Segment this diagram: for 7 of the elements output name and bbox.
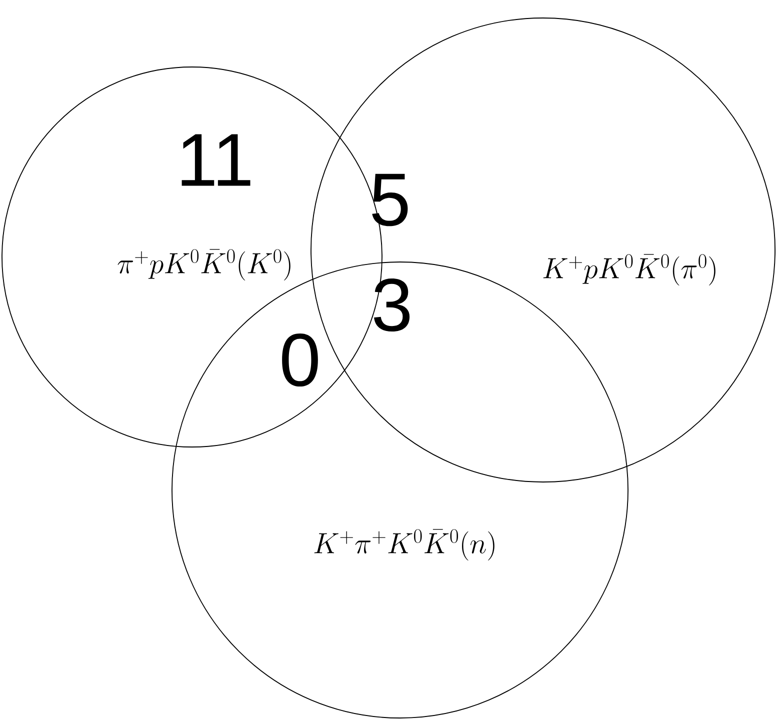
reaction-label: $\pi^+ p K^0 \bar{K}^0 (K^0)$: [118, 249, 290, 280]
region-count: 0: [282, 333, 318, 387]
region-count: 11: [182, 134, 250, 186]
region-count: 5: [372, 174, 408, 226]
reaction-label: $K^+ \pi^+ K^0 \bar{K}^0 (n)$: [314, 529, 494, 560]
reaction-label: $K^+ p K^0 \bar{K}^0 (\pi^0)$: [543, 254, 716, 286]
region-count: 3: [374, 278, 410, 332]
